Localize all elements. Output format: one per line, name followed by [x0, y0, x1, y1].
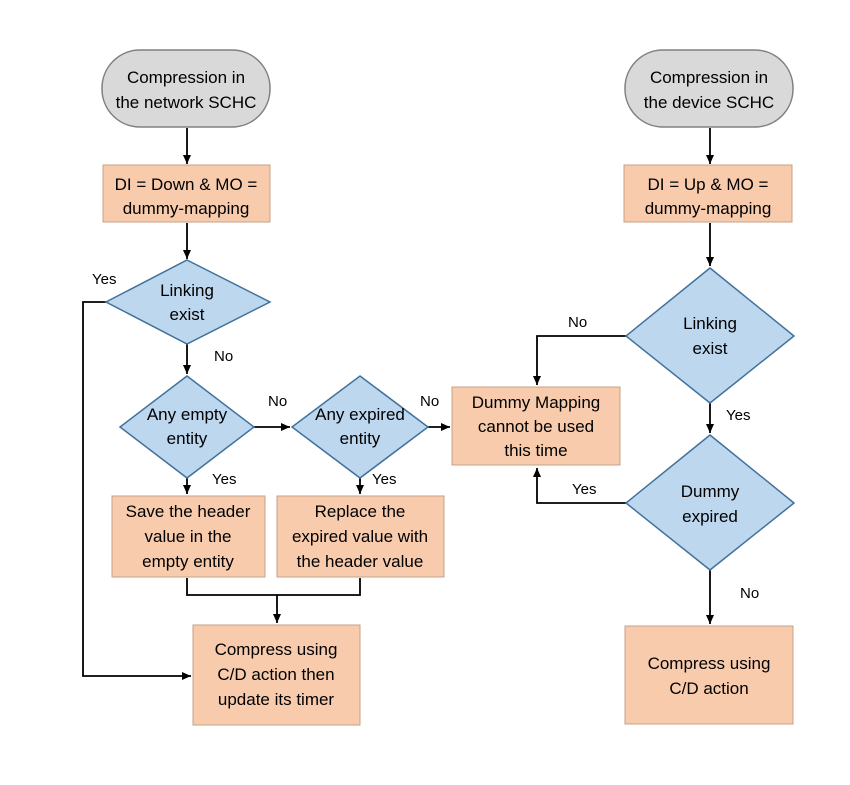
arrow-dummy-yes-to-unusable [533, 468, 626, 504]
compress-right-line-2: C/D action [669, 679, 748, 698]
start-network-line-2: the network SCHC [116, 93, 257, 112]
edge-label-empty-yes: Yes [212, 471, 236, 488]
dummy-unusable-process: Dummy Mapping cannot be used this time [451, 386, 621, 466]
dummy-expired-decision: Dummy expired [624, 434, 796, 571]
any-expired-line-2: entity [340, 429, 381, 448]
dummy-unusable-line-3: this time [504, 441, 567, 460]
di-up-process: DI = Up & MO = dummy-mapping [623, 164, 793, 223]
edge-label-left-yes: Yes [92, 271, 116, 288]
start-device-terminal: Compression in the device SCHC [624, 49, 794, 128]
connectors [82, 128, 714, 680]
edge-label-right-link-no: No [568, 314, 587, 331]
compress-update-line-2: C/D action then [217, 665, 334, 684]
linking-left-line-2: exist [170, 305, 205, 324]
di-down-process: DI = Down & MO = dummy-mapping [102, 164, 271, 223]
linking-right-line-2: exist [693, 339, 728, 358]
any-expired-line-1: Any expired [315, 405, 405, 424]
replace-expired-line-2: expired value with [292, 527, 428, 546]
edge-label-empty-no: No [268, 393, 287, 410]
edge-label-expired-no: No [420, 393, 439, 410]
edge-label-dummy-no: No [740, 585, 759, 602]
compress-right-process: Compress using C/D action [624, 625, 794, 725]
di-up-line-2: dummy-mapping [645, 199, 772, 218]
edge-label-expired-yes: Yes [372, 471, 396, 488]
edge-label-dummy-yes: Yes [572, 481, 596, 498]
edge-label-right-link-yes: Yes [726, 407, 750, 424]
any-empty-entity-decision: Any empty entity [118, 375, 256, 479]
di-down-line-1: DI = Down & MO = [115, 175, 258, 194]
any-expired-entity-decision: Any expired entity [290, 375, 430, 479]
edge-label-left-no: No [214, 348, 233, 365]
start-device-line-2: the device SCHC [644, 93, 774, 112]
di-up-line-1: DI = Up & MO = [648, 175, 769, 194]
edge-labels: Yes No No Yes No Yes No Yes Yes No [92, 271, 759, 602]
save-header-line-3: empty entity [142, 552, 234, 571]
start-network-line-1: Compression in [127, 68, 245, 87]
merge-line [186, 578, 361, 596]
replace-expired-line-1: Replace the [315, 502, 406, 521]
arrow-linking-no-to-dummy [533, 335, 626, 385]
arrow-linking-yes-to-compress [82, 301, 191, 680]
start-device-line-1: Compression in [650, 68, 768, 87]
compress-right-line-1: Compress using [648, 654, 771, 673]
dummy-unusable-line-1: Dummy Mapping [472, 393, 601, 412]
any-empty-line-1: Any empty [147, 405, 228, 424]
replace-expired-line-3: the header value [297, 552, 424, 571]
compress-update-line-1: Compress using [215, 640, 338, 659]
dummy-expired-line-1: Dummy [681, 482, 740, 501]
dummy-expired-line-2: expired [682, 507, 738, 526]
dummy-unusable-line-2: cannot be used [478, 417, 594, 436]
any-empty-line-2: entity [167, 429, 208, 448]
linking-exist-left-decision: Linking exist [104, 259, 272, 345]
compress-update-process: Compress using C/D action then update it… [192, 624, 361, 726]
linking-exist-right-decision: Linking exist [624, 267, 796, 404]
start-network-terminal: Compression in the network SCHC [101, 49, 271, 128]
compress-update-line-3: update its timer [218, 690, 335, 709]
replace-expired-process: Replace the expired value with the heade… [276, 495, 445, 578]
linking-left-line-1: Linking [160, 281, 214, 300]
save-header-line-1: Save the header [126, 502, 251, 521]
save-header-line-2: value in the [145, 527, 232, 546]
linking-right-line-1: Linking [683, 314, 737, 333]
di-down-line-2: dummy-mapping [123, 199, 250, 218]
save-header-process: Save the header value in the empty entit… [111, 495, 266, 578]
